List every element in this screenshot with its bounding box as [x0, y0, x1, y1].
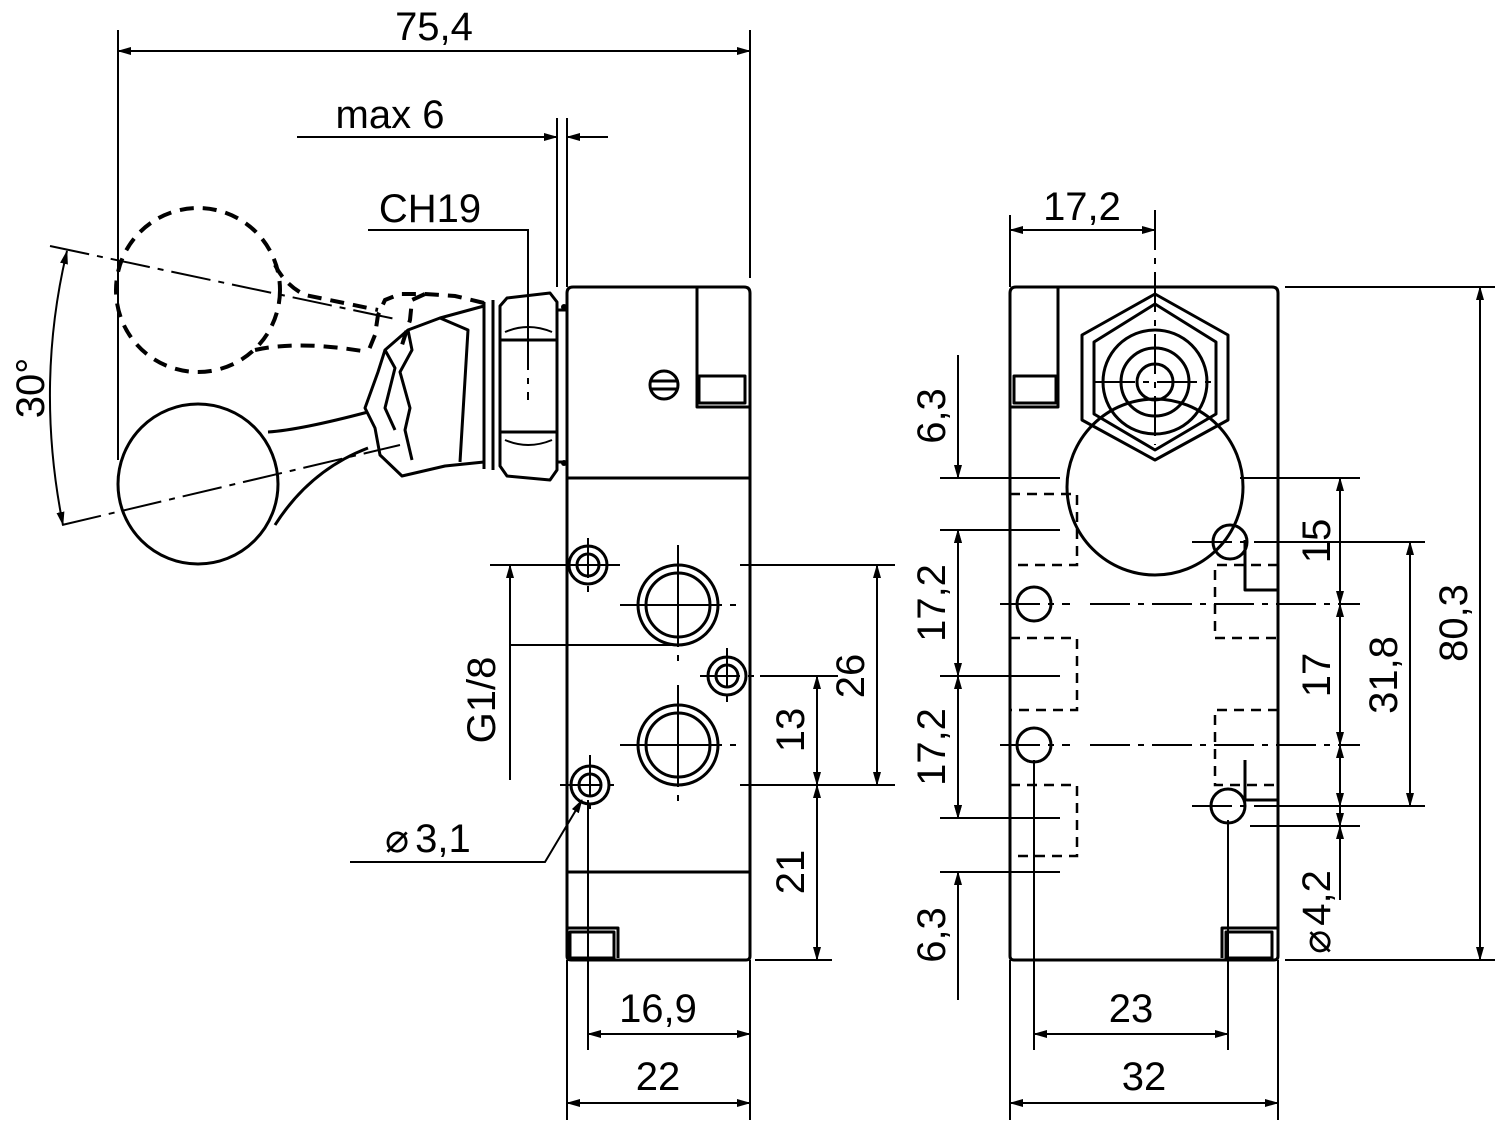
mount-hole-bottom-side — [560, 755, 620, 815]
side-view: 30° 75,4 max 6 CH19 G1/8 26 13 21 — [9, 5, 895, 1120]
front-hex-nut — [1080, 292, 1230, 462]
side-bottom-recess — [567, 926, 620, 958]
lever-knob-dashed — [49, 206, 401, 374]
angle-label: 30° — [9, 358, 53, 419]
front-hole-right-top — [1192, 523, 1340, 561]
lever-boot-solid — [363, 300, 495, 478]
dim-23-label: 23 — [1109, 987, 1154, 1031]
mount-hole-side-leader — [350, 799, 583, 863]
front-body-outline — [1008, 285, 1280, 962]
max-stroke-label: max 6 — [336, 93, 445, 137]
side-body-outline — [565, 285, 752, 962]
dim-80-3-label: 80,3 — [1432, 584, 1476, 662]
dim-21-label: 21 — [769, 850, 813, 895]
port-hole-lower — [620, 685, 740, 805]
dim-31-8-label: 31,8 — [1362, 636, 1406, 714]
dim-16-9-label: 16,9 — [619, 987, 697, 1031]
dim-6-3-bottom-label: 6,3 — [910, 907, 954, 963]
dim-13-label: 13 — [769, 708, 813, 753]
dim-22-label: 22 — [636, 1055, 681, 1099]
side-top-slot — [697, 374, 747, 405]
dim-17-2-a-label: 17,2 — [910, 564, 954, 642]
dim-17-label: 17 — [1295, 653, 1339, 698]
front-view: 6,3 17,2 17,2 6,3 17,2 15 17 31,8 80,3 ⌀… — [910, 185, 1495, 1120]
hidden-passages — [1010, 492, 1278, 858]
wrench-leader — [368, 229, 529, 340]
angle-arc — [48, 250, 68, 526]
dim-17-2-b-label: 17,2 — [910, 708, 954, 786]
port-hole-upper — [620, 545, 740, 665]
dim-17-2-top-label: 17,2 — [1043, 185, 1121, 229]
lever-knob-solid — [61, 402, 401, 566]
lever-boot-dashed — [366, 292, 485, 353]
exhaust-hole-side — [700, 648, 755, 705]
side-top-recess — [695, 287, 750, 409]
front-hole-upper — [1000, 585, 1070, 623]
mount-hole-side-label: ⌀3,1 — [385, 817, 471, 861]
dim-6-3-top-label: 6,3 — [910, 388, 954, 444]
mount-hole-top-side — [560, 538, 620, 595]
dim-32-label: 32 — [1122, 1055, 1167, 1099]
port-thread-label: G1/8 — [460, 657, 504, 744]
overall-length-label: 75,4 — [395, 5, 473, 49]
side-screw-head — [648, 369, 680, 401]
wrench-size-label: CH19 — [379, 187, 481, 231]
mount-hole-front-label: ⌀4,2 — [1295, 870, 1339, 954]
